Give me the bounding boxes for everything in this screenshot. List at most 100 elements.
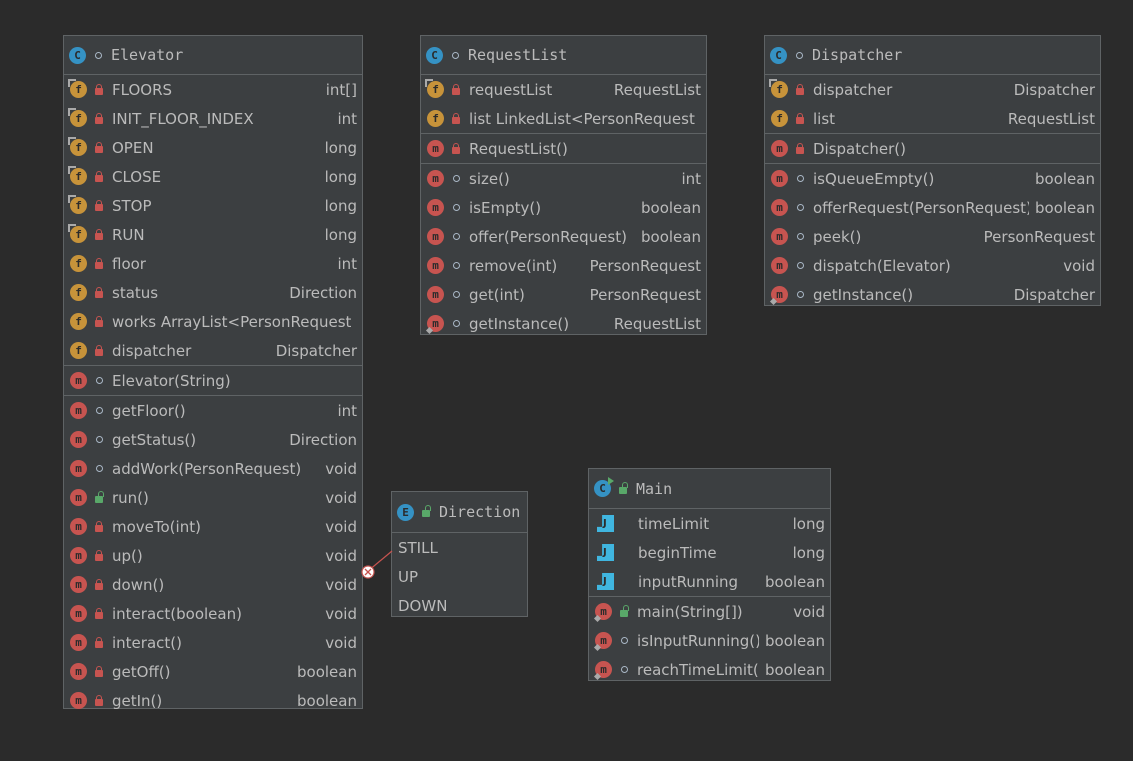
method-name: interact(boolean) xyxy=(112,604,242,623)
field-type: RequestList xyxy=(1007,109,1095,128)
dispatcher-title: Dispatcher xyxy=(812,46,903,64)
field-name: beginTime xyxy=(638,543,717,562)
method-icon: m xyxy=(70,547,87,564)
method-type: void xyxy=(793,602,825,621)
method-name: up() xyxy=(112,546,143,565)
method-icon: m xyxy=(595,603,612,620)
field-icon: f xyxy=(427,110,444,127)
field-icon: f xyxy=(68,195,87,214)
field-icon: f xyxy=(425,79,444,98)
enum-value[interactable]: STILL xyxy=(392,533,527,562)
enum-value[interactable]: UP xyxy=(392,562,527,591)
field-type: int xyxy=(337,254,357,273)
private-lock-icon xyxy=(92,520,106,534)
enum-value[interactable]: DOWN xyxy=(392,591,527,620)
field-icon: f xyxy=(70,284,87,301)
field-name: FLOORS xyxy=(112,80,173,99)
elevator-header: C Elevator xyxy=(64,36,362,75)
field-icon: f xyxy=(68,224,87,243)
private-lock-icon xyxy=(793,112,807,126)
field-type: boolean xyxy=(765,572,825,591)
private-lock-icon xyxy=(92,112,106,126)
private-lock-icon xyxy=(92,549,106,563)
field-name: requestList xyxy=(469,80,553,99)
class-icon: C xyxy=(69,46,86,64)
method-name: down() xyxy=(112,575,165,594)
main-header: C Main xyxy=(589,469,830,509)
method-type: void xyxy=(325,575,357,594)
field-icon: f xyxy=(68,137,87,156)
requestlist-header: C RequestList xyxy=(421,36,706,75)
method-name: isEmpty() xyxy=(469,198,542,217)
private-lock-icon xyxy=(92,83,106,97)
direction-enum-box[interactable]: E Direction STILL UP DOWN xyxy=(391,491,528,617)
method-icon: m xyxy=(771,228,788,245)
public-unlock-icon xyxy=(616,481,630,496)
direction-header: E Direction xyxy=(392,492,527,533)
private-lock-icon xyxy=(449,83,463,97)
public-unlock-icon xyxy=(617,604,631,619)
method-name: getOff() xyxy=(112,662,171,681)
class-icon: C xyxy=(426,46,443,64)
method-icon: m xyxy=(427,228,444,245)
method-icon: m xyxy=(70,663,87,680)
method-type: boolean xyxy=(641,227,701,246)
private-lock-icon xyxy=(92,286,106,300)
private-lock-icon xyxy=(92,636,106,650)
private-lock-icon xyxy=(793,83,807,97)
method-name: run() xyxy=(112,488,149,507)
field-name: OPEN xyxy=(112,138,154,157)
